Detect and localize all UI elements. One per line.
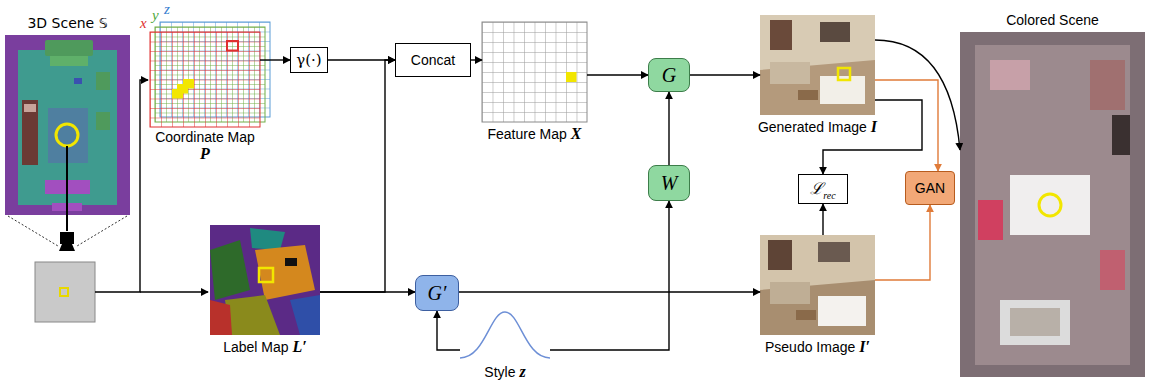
label-holder: G xyxy=(662,64,676,87)
pseudo-image: Pseudo ImageI′ xyxy=(760,235,875,335)
caption: 3D Scene 𝕊 xyxy=(0,13,190,32)
box-label: G′ xyxy=(428,282,447,304)
connector xyxy=(320,291,415,292)
label-holder: γ(·) xyxy=(296,51,321,69)
connector xyxy=(875,80,938,171)
caption-text: 3D Scene 𝕊 xyxy=(27,15,107,31)
caption-text: Coordinate Map xyxy=(90,129,320,145)
connector xyxy=(823,100,922,174)
label-holder: GAN xyxy=(915,179,945,197)
label-holder: ℒrec xyxy=(810,177,835,200)
pseudo-generator-box: G′ xyxy=(415,275,459,311)
mapping-box: W xyxy=(648,165,690,201)
math-symbol: P xyxy=(90,145,320,163)
encoding-box: γ(·) xyxy=(290,47,328,73)
connector xyxy=(875,205,930,280)
label-map-illustration xyxy=(210,225,320,335)
caption: Coordinate MapP xyxy=(90,129,320,163)
connector xyxy=(875,40,960,150)
colored-scene-illustration xyxy=(960,32,1145,377)
caption: Colored Scene xyxy=(900,10,1150,29)
axis-label: z xyxy=(164,2,170,17)
caption-text: Pseudo Image xyxy=(765,339,855,355)
caption: Generated ImageI xyxy=(700,117,935,136)
generator-box: G xyxy=(648,58,690,92)
pseudo-image-illustration xyxy=(760,235,875,335)
gaussian-curve xyxy=(460,312,550,358)
connector xyxy=(260,59,290,60)
loss-box: ℒrec xyxy=(798,174,848,204)
caption-text: Feature Map xyxy=(487,126,566,142)
connector xyxy=(320,60,395,292)
colored-scene: Colored Scene xyxy=(960,32,1145,377)
connector xyxy=(668,92,669,165)
connector xyxy=(690,74,760,75)
math-symbol: X xyxy=(571,125,582,142)
connector xyxy=(437,311,460,350)
caption: Label Map L′ xyxy=(150,337,380,356)
box-label: W xyxy=(661,172,678,194)
caption-text: Generated Image xyxy=(758,119,867,135)
label-map: Label MapL′ xyxy=(210,225,320,335)
box-label: ℒ xyxy=(810,179,823,198)
coordinate-grid xyxy=(150,22,270,127)
caption-text: Style xyxy=(484,364,515,380)
caption: Stylez xyxy=(400,362,610,381)
connector xyxy=(822,204,823,235)
coordinate-map: Coordinate MapP xyxy=(150,32,260,127)
box-label: G xyxy=(662,64,676,86)
connector xyxy=(587,74,648,75)
caption: Feature Map X xyxy=(422,124,647,143)
label-holder: Concat xyxy=(411,51,455,69)
box-label: γ(·) xyxy=(296,51,321,69)
style-distribution: Stylez xyxy=(460,310,550,360)
connector xyxy=(459,291,760,292)
math-symbol: I xyxy=(871,118,877,135)
math-symbol: I′ xyxy=(859,338,870,355)
axis-label: y xyxy=(152,8,159,23)
box-label: GAN xyxy=(915,180,945,196)
scene-image: 3D Scene 𝕊 xyxy=(5,35,130,215)
connector xyxy=(471,59,482,60)
caption: Pseudo ImageI′ xyxy=(700,337,935,356)
feature-map: Feature MapX xyxy=(482,22,587,122)
label-holder: W xyxy=(661,172,678,195)
math-symbol: L′ xyxy=(293,338,307,355)
feature-grid xyxy=(482,22,587,122)
caption-text: Label Map xyxy=(223,339,288,355)
math-symbol: z xyxy=(519,363,525,380)
box-label: rec xyxy=(823,190,835,201)
generated-image-illustration xyxy=(760,15,875,115)
caption-text: Colored Scene xyxy=(1006,12,1099,28)
connector xyxy=(550,201,669,350)
generated-image: Generated ImageI xyxy=(760,15,875,115)
axis-label: x xyxy=(140,16,147,31)
box-label: Concat xyxy=(411,52,455,68)
gan-box: GAN xyxy=(905,171,955,205)
concat-box: Concat xyxy=(395,43,471,77)
label-holder: G′ xyxy=(428,282,447,305)
